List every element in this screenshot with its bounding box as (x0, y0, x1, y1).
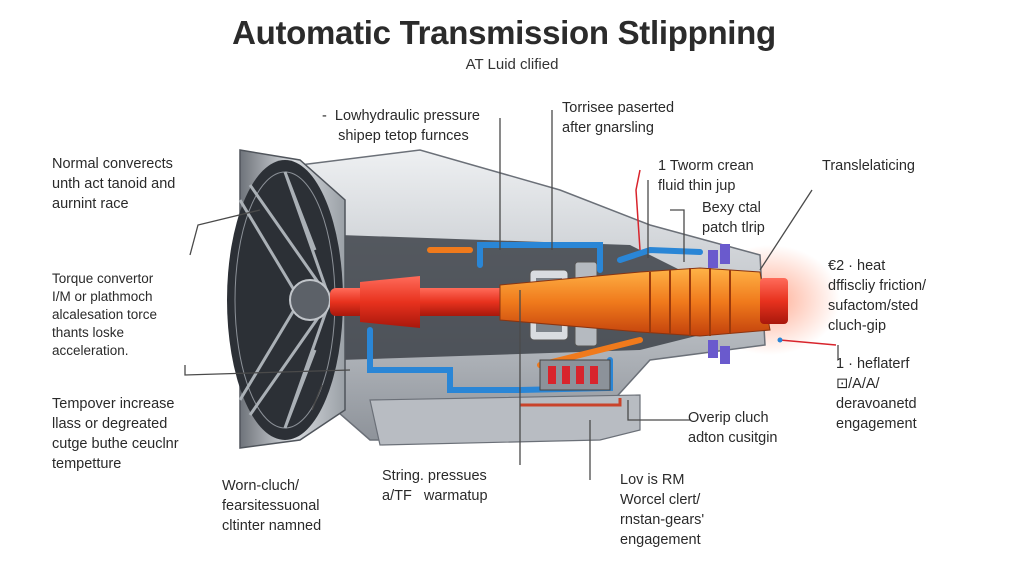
output-flange-icon (760, 278, 788, 324)
label-low-hydraulic-pressure: - Lowhydraulic pressure shipep tetop fur… (322, 106, 480, 146)
label-temp-increase: Tempover increase llass or degreated cut… (52, 394, 179, 474)
label-heflaterf: 1 · heflaterf ⊡/A/A/ deravoanetd engagem… (836, 354, 917, 434)
label-normal-converter: Normal converects unth act tanoid and au… (52, 154, 175, 214)
label-worm-crean: 1 Tworm crean fluid thin jup (658, 156, 754, 196)
label-torque-converter: Torque convertor I/M or plathmoch alcale… (52, 270, 157, 360)
oil-pan (370, 395, 640, 445)
label-heat-friction: €2 · heat dffiscliy friction/ sufactom/s… (828, 256, 926, 336)
valve-body-icon (540, 360, 610, 390)
diagram-title: Automatic Transmission Stlippning (0, 14, 1008, 52)
torque-converter-fins-icon (227, 160, 343, 440)
diagram-subtitle: AT Luid clified (0, 56, 1024, 73)
label-translating: Translelaticing (822, 156, 915, 176)
label-string-pressures: String. pressues a/TF warmatup (382, 466, 488, 506)
label-lov-rm: Lov is RM Worcel clert/ rnstan-gears' en… (620, 470, 704, 550)
label-torrise: Torrisee paserted after gnarsling (562, 98, 674, 138)
label-bexy-ctal: Bexy ctal patch tlrip (702, 198, 765, 238)
label-overip-cluch: Overip cluch adton cusitgin (688, 408, 777, 448)
shaft-hub (360, 276, 420, 328)
label-worn-clutch: Worn-cluch/ fearsitessuonal cltinter nam… (222, 476, 321, 536)
